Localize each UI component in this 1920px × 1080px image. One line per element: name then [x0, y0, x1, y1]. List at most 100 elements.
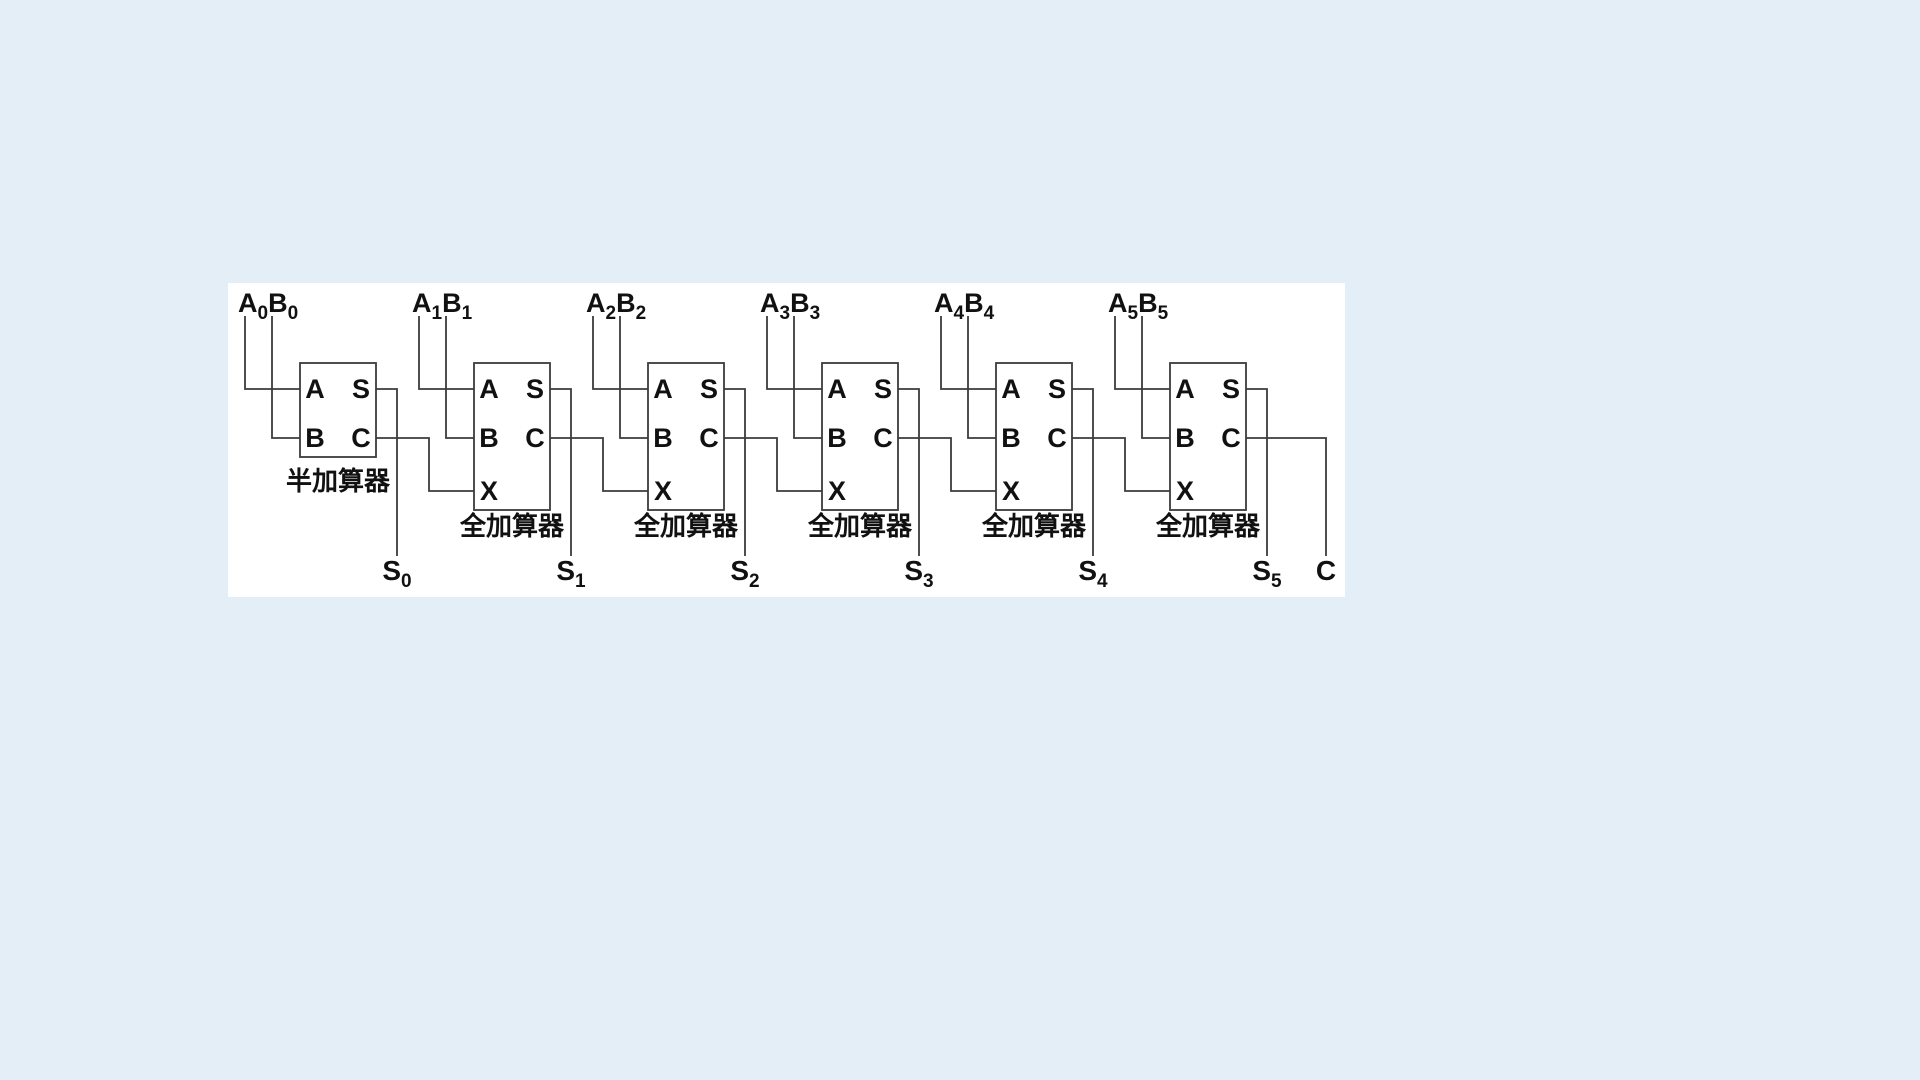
port-b-label: B	[827, 423, 847, 453]
wires	[244, 316, 1327, 556]
port-x-label: X	[828, 476, 846, 506]
port-b-label: B	[305, 423, 325, 453]
port-s-label: S	[1222, 374, 1240, 404]
input-a-text: A	[934, 288, 954, 318]
wire-a5-input	[1114, 316, 1170, 390]
sum-sub: 5	[1271, 571, 1282, 592]
sum-text: S	[730, 555, 749, 586]
port-b-label: B	[479, 423, 499, 453]
sum-text: S	[1252, 555, 1271, 586]
input-a-text: A	[238, 288, 258, 318]
wire-carry-3-to-4	[898, 437, 996, 492]
half-adder-box	[299, 362, 377, 458]
wire-a1-input	[418, 316, 474, 390]
port-a-label: A	[653, 374, 673, 404]
input-b-sub: 3	[810, 303, 821, 324]
full-adder-caption: 全加算器	[1155, 511, 1261, 541]
full-adder-caption: 全加算器	[807, 511, 913, 541]
full-adder-box	[1169, 362, 1247, 511]
input-label-a1b1: A1B1	[412, 288, 473, 324]
port-a-label: A	[1001, 374, 1021, 404]
sum-label-s1: S1	[556, 555, 586, 592]
sum-sub: 1	[575, 571, 586, 592]
port-s-label: S	[352, 374, 370, 404]
port-c-label: C	[1047, 423, 1067, 453]
sum-text: S	[556, 555, 575, 586]
port-s-label: S	[874, 374, 892, 404]
sum-sub: 0	[401, 571, 412, 592]
wire-b1-input	[445, 316, 474, 439]
input-a-sub: 0	[258, 303, 269, 324]
port-x-label: X	[654, 476, 672, 506]
wire-b2-input	[619, 316, 648, 439]
input-label-a0b0: A0B0	[238, 288, 298, 324]
sum-text: S	[1078, 555, 1097, 586]
wire-s3-output	[898, 388, 920, 556]
sum-label-s3: S3	[904, 555, 933, 592]
input-a-sub: 4	[954, 303, 965, 324]
sum-sub: 3	[923, 571, 934, 592]
input-b-text: B	[442, 288, 462, 318]
wire-s2-output	[724, 388, 746, 556]
input-label-a2b2: A2B2	[586, 288, 646, 324]
wire-a3-input	[766, 316, 822, 390]
port-x-label: X	[1002, 476, 1020, 506]
sum-label-s2: S2	[730, 555, 759, 592]
input-b-text: B	[790, 288, 810, 318]
wire-carry-0-to-1	[376, 437, 474, 492]
full-adder-caption: 全加算器	[459, 511, 565, 541]
sum-text: S	[382, 555, 401, 586]
input-b-sub: 4	[984, 303, 995, 324]
sum-label-s5: S5	[1252, 555, 1282, 592]
input-a-sub: 3	[780, 303, 791, 324]
sum-text: S	[904, 555, 923, 586]
input-a-text: A	[1108, 288, 1128, 318]
wire-b5-input	[1141, 316, 1170, 439]
full-adder-block-4: A S B C X 全加算器	[981, 362, 1087, 541]
input-a-sub: 5	[1128, 303, 1139, 324]
sum-sub: 2	[749, 571, 760, 592]
port-s-label: S	[526, 374, 544, 404]
full-adder-box	[821, 362, 899, 511]
wire-s4-output	[1072, 388, 1094, 556]
wire-a0-input	[244, 316, 300, 390]
wire-a4-input	[940, 316, 996, 390]
port-x-label: X	[1176, 476, 1194, 506]
port-a-label: A	[827, 374, 847, 404]
input-b-sub: 1	[462, 303, 473, 324]
input-a-sub: 2	[606, 303, 617, 324]
wire-a2-input	[592, 316, 648, 390]
input-a-text: A	[760, 288, 780, 318]
input-a-text: A	[412, 288, 432, 318]
port-c-label: C	[351, 423, 371, 453]
wire-s5-output	[1246, 388, 1268, 556]
port-s-label: S	[700, 374, 718, 404]
port-c-label: C	[699, 423, 719, 453]
wire-carry-out	[1246, 437, 1327, 556]
full-adder-box	[473, 362, 551, 511]
sum-label-s0: S0	[382, 555, 411, 592]
full-adder-block-2: A S B C X 全加算器	[633, 362, 739, 541]
input-a-sub: 1	[432, 303, 443, 324]
half-adder-block-0: A S B C 半加算器	[286, 362, 391, 496]
half-adder-caption: 半加算器	[286, 466, 391, 496]
port-c-label: C	[525, 423, 545, 453]
input-labels: A0B0 A1B1 A2B2 A3B3 A4B4 A5B5	[238, 288, 1169, 324]
wire-b0-input	[271, 316, 300, 439]
diagram-panel	[228, 283, 1345, 597]
input-label-a4b4: A4B4	[934, 288, 995, 324]
wire-carry-4-to-5	[1072, 437, 1170, 492]
input-a-text: A	[586, 288, 606, 318]
port-s-label: S	[1048, 374, 1066, 404]
wire-s1-output	[550, 388, 572, 556]
wire-carry-2-to-3	[724, 437, 822, 492]
input-b-text: B	[1138, 288, 1158, 318]
full-adder-block-1: A S B C X 全加算器	[459, 362, 565, 541]
full-adder-caption: 全加算器	[633, 511, 739, 541]
port-a-label: A	[479, 374, 499, 404]
output-labels: S0 S1 S2 S3 S4 S5 C	[382, 555, 1336, 592]
input-label-a3b3: A3B3	[760, 288, 820, 324]
sum-label-s4: S4	[1078, 555, 1108, 592]
port-b-label: B	[1175, 423, 1195, 453]
